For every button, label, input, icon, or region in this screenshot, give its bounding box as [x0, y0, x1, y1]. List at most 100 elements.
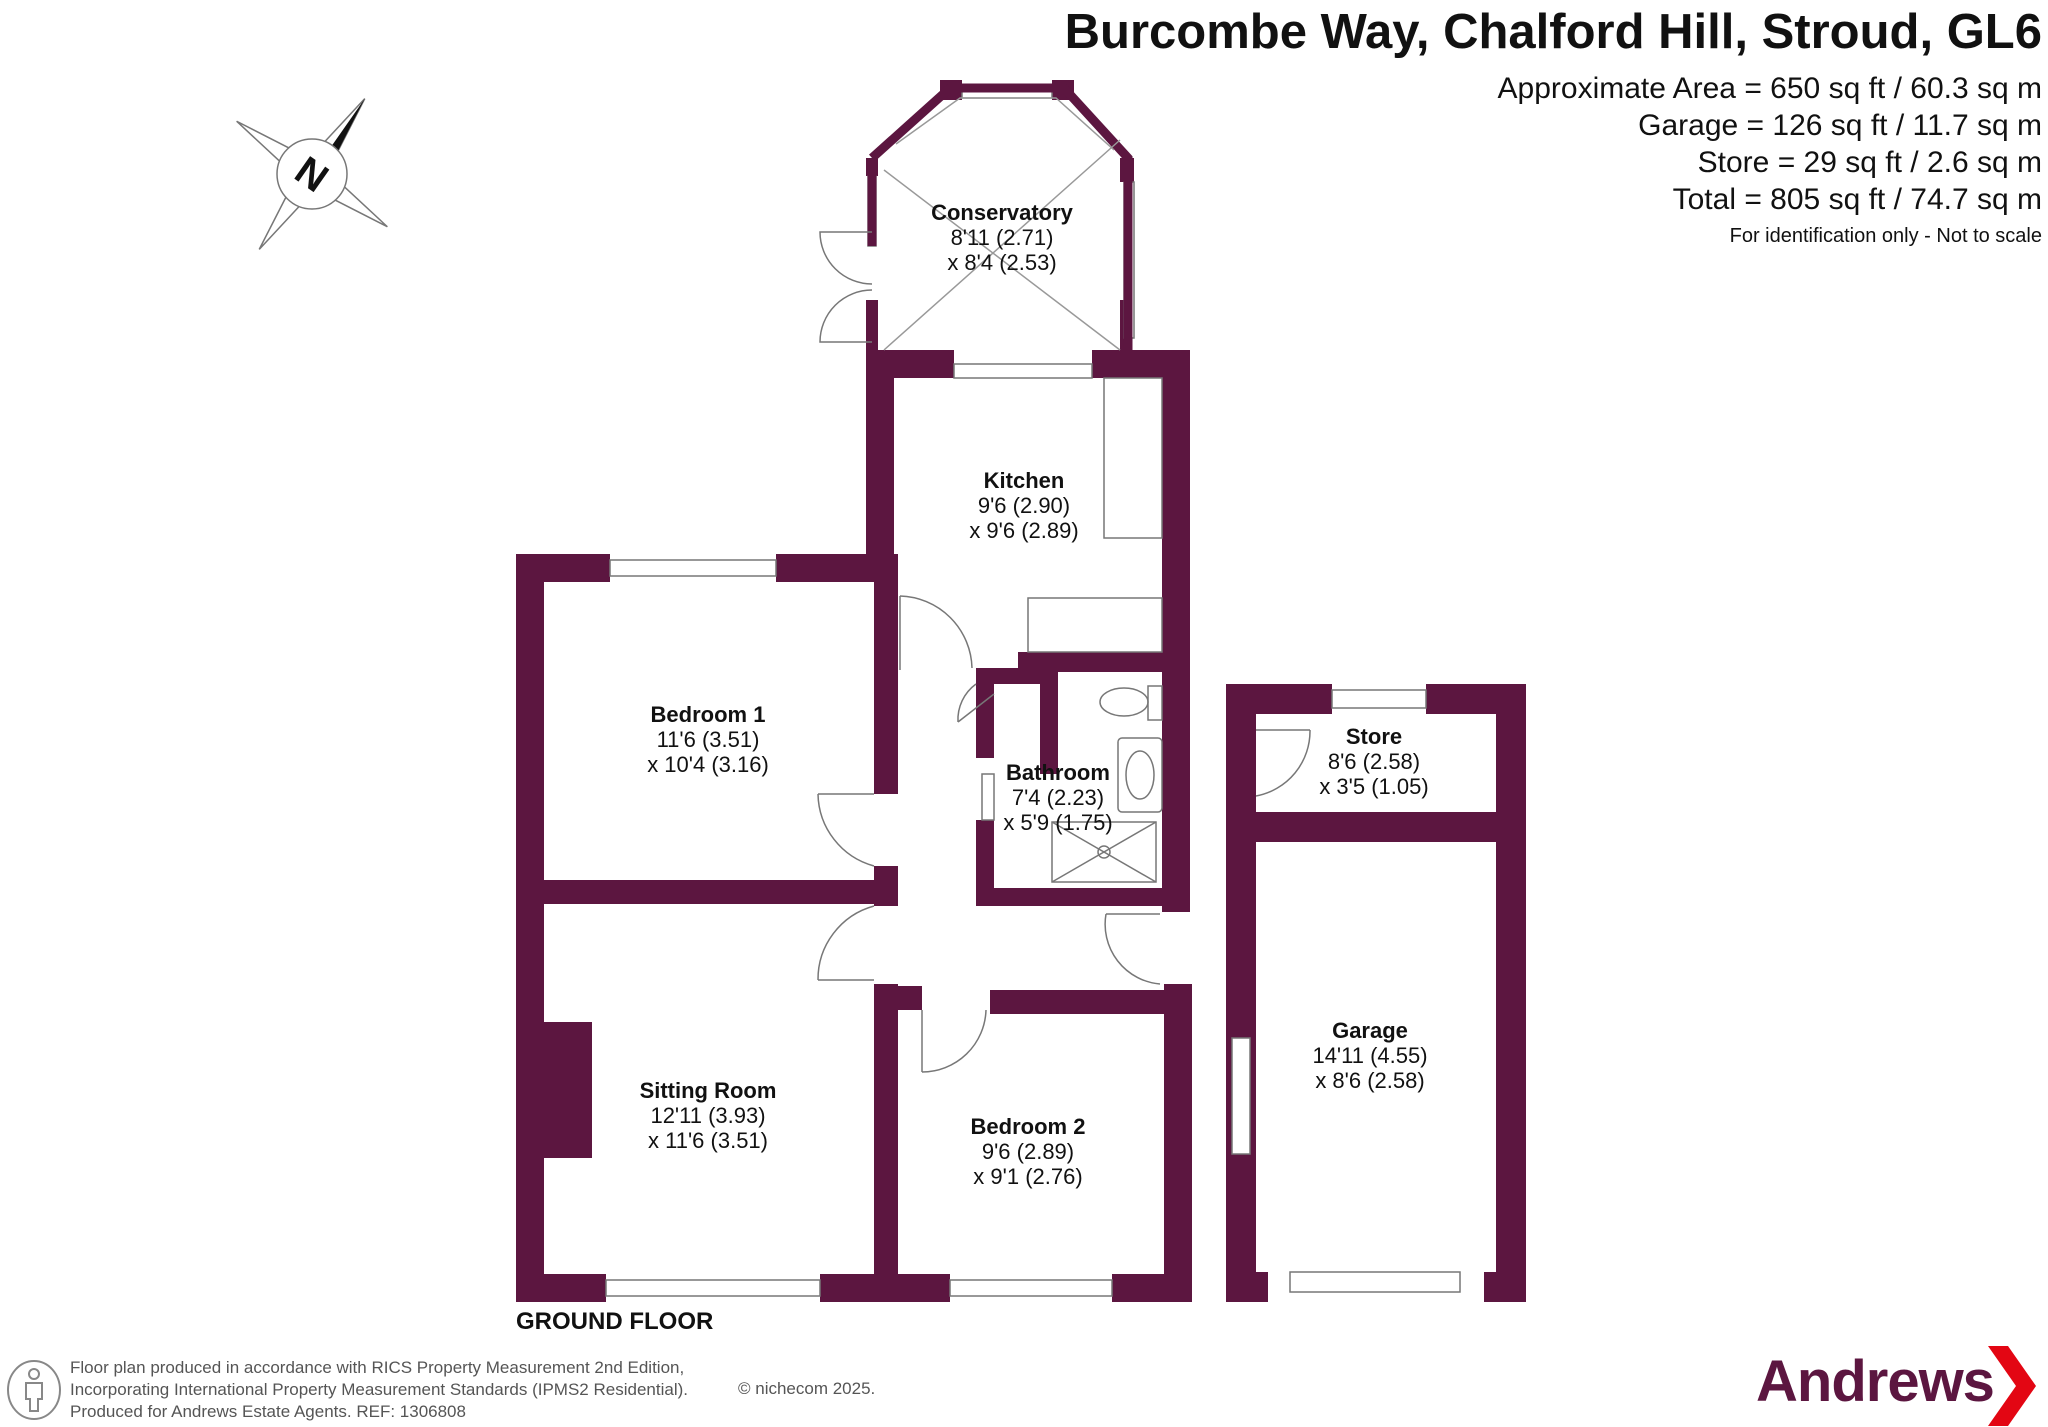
wall-segment — [1226, 684, 1332, 714]
wall-segment — [874, 986, 898, 1284]
logo-chevron-icon — [1988, 1346, 2036, 1426]
room-label-bedroom-1: Bedroom 1 11'6 (3.51) x 10'4 (3.16) — [647, 702, 769, 777]
page-title: Burcombe Way, Chalford Hill, Stroud, GL6 — [1064, 5, 2042, 59]
room-dimension: 9'6 (2.89) — [981, 1139, 1075, 1164]
toilet — [1099, 687, 1149, 717]
room-name: Bedroom 2 — [970, 1114, 1086, 1139]
wall-segment — [976, 668, 1056, 684]
conservatory-roof-line — [883, 139, 1121, 351]
room-dimension: 14'11 (4.55) — [1312, 1043, 1428, 1068]
room-dimension: x 8'4 (2.53) — [947, 250, 1057, 275]
basin — [1117, 737, 1163, 813]
wall-segment — [1162, 350, 1190, 912]
room-dimension: x 8'6 (2.58) — [1315, 1068, 1425, 1093]
conservatory-wall — [868, 83, 1133, 350]
door-swing — [817, 793, 875, 867]
garage-door — [1289, 1271, 1461, 1293]
wall-segment — [1226, 684, 1256, 1298]
compass-icon: N — [236, 98, 388, 250]
wall-segment — [1018, 652, 1162, 672]
window — [949, 1279, 1113, 1297]
room-label-conservatory: Conservatory 8'11 (2.71) x 8'4 (2.53) — [931, 200, 1073, 275]
room-name: Store — [1345, 724, 1403, 749]
approximate-area: Approximate Area = 650 sq ft / 60.3 sq m — [1497, 72, 2042, 105]
room-name: Bedroom 1 — [650, 702, 766, 727]
copyright-notice: © nichecom 2025. — [738, 1379, 876, 1398]
footer-line: Produced for Andrews Estate Agents. REF:… — [70, 1402, 466, 1421]
window — [953, 363, 1093, 379]
wall-segment — [1040, 668, 1058, 774]
wall-segment — [874, 554, 898, 794]
room-dimension: 7'4 (2.23) — [1011, 785, 1105, 810]
room-label-kitchen: Kitchen 9'6 (2.90) x 9'6 (2.89) — [969, 468, 1078, 543]
wall-segment — [866, 300, 878, 350]
person-icon — [7, 1360, 61, 1420]
conservatory-roof-line — [895, 97, 1115, 151]
door-leaf — [957, 693, 995, 723]
room-name: Conservatory — [931, 200, 1073, 225]
wall-segment — [976, 888, 1176, 906]
room-label-garage: Garage 14'11 (4.55) x 8'6 (2.58) — [1312, 1018, 1427, 1093]
wall-segment — [1226, 812, 1526, 842]
window — [605, 1279, 821, 1297]
wall-segment — [990, 990, 1192, 1014]
basin-bowl — [1125, 750, 1155, 800]
wall-segment — [1484, 1272, 1526, 1302]
wall-segment — [866, 350, 894, 582]
door-swing — [921, 1009, 987, 1073]
andrews-logo-text: Andrews — [1756, 1349, 1995, 1414]
room-dimension: 8'11 (2.71) — [950, 225, 1054, 250]
wall-segment — [898, 986, 922, 1010]
kitchen-worktop — [1027, 597, 1163, 653]
conservatory-roof-line — [883, 169, 1121, 351]
shower-tray-line — [1051, 821, 1157, 883]
shower-tray — [1051, 821, 1157, 883]
wall-segment — [874, 866, 898, 906]
footer-line: Floor plan produced in accordance with R… — [70, 1358, 685, 1377]
room-label-sitting-room: Sitting Room 12'11 (3.93) x 11'6 (3.51) — [640, 1078, 777, 1153]
room-dimension: x 11'6 (3.51) — [648, 1128, 768, 1153]
window — [981, 773, 995, 821]
wall-segment — [1164, 984, 1192, 1302]
window — [1231, 1037, 1251, 1155]
footer-line: Incorporating International Property Mea… — [70, 1380, 688, 1399]
store-area: Store = 29 sq ft / 2.6 sq m — [1697, 146, 2042, 179]
wall-segment — [544, 880, 894, 904]
room-dimension: 12'11 (3.93) — [650, 1103, 766, 1128]
room-dimension: 11'6 (3.51) — [656, 727, 760, 752]
wall-segment — [976, 668, 994, 758]
window — [609, 559, 777, 577]
room-name: Kitchen — [983, 468, 1065, 493]
room-dimension: x 10'4 (3.16) — [647, 752, 769, 777]
door-swing — [957, 683, 977, 723]
wall-segment — [1226, 1272, 1268, 1302]
room-name: Bathroom — [1006, 760, 1110, 785]
wall-segment — [776, 554, 874, 582]
room-dimension: 9'6 (2.90) — [977, 493, 1071, 518]
garage-area: Garage = 126 sq ft / 11.7 sq m — [1638, 109, 2042, 142]
window — [1331, 689, 1427, 709]
toilet-cistern — [1147, 685, 1163, 721]
kitchen-worktop — [1103, 377, 1163, 539]
wall-segment — [516, 554, 544, 1302]
door-swing — [819, 231, 873, 285]
floor-label: GROUND FLOOR — [516, 1308, 714, 1335]
room-label-store: Store 8'6 (2.58) x 3'5 (1.05) — [1319, 724, 1428, 799]
footer-notes: Floor plan produced in accordance with R… — [70, 1357, 688, 1423]
room-dimension: 8'6 (2.58) — [1327, 749, 1421, 774]
room-dimension: x 9'6 (2.89) — [969, 518, 1079, 543]
door-swing — [899, 595, 973, 669]
room-name: Garage — [1332, 1018, 1408, 1043]
door-swing — [1104, 913, 1161, 985]
wall-segment — [866, 350, 954, 378]
door-swing — [819, 289, 873, 343]
door-swing — [817, 905, 875, 981]
room-label-bedroom-2: Bedroom 2 9'6 (2.89) x 9'1 (2.76) — [971, 1114, 1086, 1189]
room-name: Sitting Room — [639, 1078, 777, 1103]
door-swing — [1255, 729, 1311, 797]
wall-segment — [516, 1274, 606, 1302]
shower-drain — [1097, 845, 1111, 859]
room-dimension: x 5'9 (1.75) — [1003, 810, 1113, 835]
total-area: Total = 805 sq ft / 74.7 sq m — [1672, 183, 2042, 216]
